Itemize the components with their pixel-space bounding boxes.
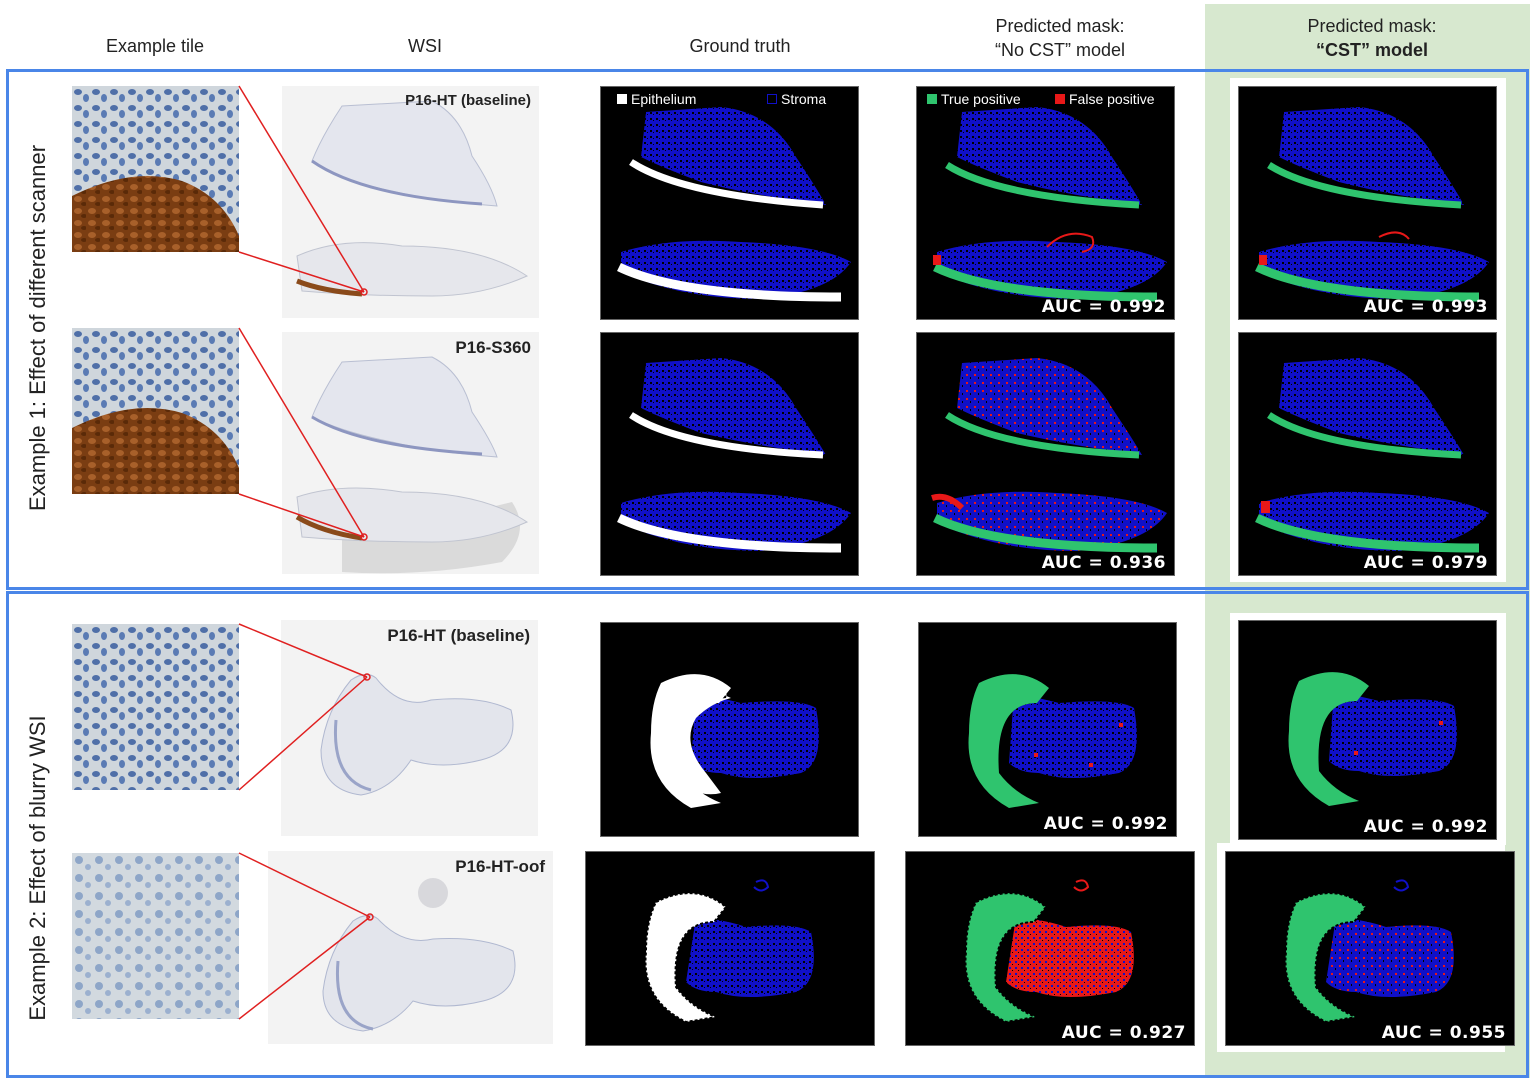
wsi-thumbnail-4: P16-HT-oof	[268, 851, 553, 1044]
wsi-thumbnail-2: P16-S360	[282, 332, 539, 574]
example-tile-1	[72, 86, 239, 252]
auc-cst-3: AUC = 0.992	[1363, 817, 1488, 837]
wsi-label-4: P16-HT-oof	[455, 857, 545, 876]
cst-mask-2: AUC = 0.979	[1238, 332, 1497, 576]
auc-no-cst-4: AUC = 0.927	[1061, 1023, 1186, 1043]
no-cst-mask-1: True positive False positive AUC = 0.992	[916, 86, 1175, 320]
example-tile-4	[72, 853, 239, 1019]
ground-truth-mask-3	[600, 622, 859, 837]
header-no-cst-line1: Predicted mask:	[995, 16, 1125, 36]
auc-no-cst-2: AUC = 0.936	[1041, 553, 1166, 573]
cst-mask-3: AUC = 0.992	[1238, 620, 1497, 840]
cst-mask-4: AUC = 0.955	[1225, 851, 1515, 1046]
section-example-2	[6, 591, 1529, 1078]
section-2-label: Example 2: Effect of blurry WSI	[25, 715, 50, 1021]
header-ground-truth: Ground truth	[689, 36, 791, 56]
header-no-cst: Predicted mask: “No CST” model	[950, 14, 1170, 62]
wsi-label-2: P16-S360	[455, 338, 531, 357]
wsi-thumbnail-1: P16-HT (baseline)	[282, 86, 539, 318]
example-tile-3	[72, 624, 239, 790]
header-no-cst-line2: “No CST” model	[994, 40, 1126, 60]
auc-cst-4: AUC = 0.955	[1381, 1023, 1506, 1043]
example-tile-2	[72, 328, 239, 494]
no-cst-mask-4: AUC = 0.927	[905, 851, 1195, 1046]
legend-true-positive: True positive	[927, 91, 1021, 107]
auc-cst-1: AUC = 0.993	[1363, 297, 1488, 317]
wsi-label-1: P16-HT (baseline)	[405, 92, 531, 109]
wsi-label-3: P16-HT (baseline)	[387, 626, 530, 645]
wsi-thumbnail-3: P16-HT (baseline)	[281, 620, 538, 836]
ground-truth-mask-2	[600, 332, 859, 576]
header-cst-line2: “CST” model	[1315, 40, 1428, 60]
auc-cst-2: AUC = 0.979	[1363, 553, 1488, 573]
auc-no-cst-1: AUC = 0.992	[1041, 297, 1166, 317]
ground-truth-mask-4	[585, 851, 875, 1046]
section-example-1	[6, 69, 1529, 590]
header-example-tile: Example tile	[105, 36, 205, 56]
cst-mask-1: AUC = 0.993	[1238, 86, 1497, 320]
no-cst-mask-2: AUC = 0.936	[916, 332, 1175, 576]
auc-no-cst-3: AUC = 0.992	[1043, 814, 1168, 834]
header-cst: Predicted mask: “CST” model	[1262, 14, 1482, 62]
header-cst-line1: Predicted mask:	[1307, 16, 1437, 36]
header-wsi: WSI	[408, 36, 442, 56]
section-1-label: Example 1: Effect of different scanner	[25, 144, 50, 512]
legend-false-positive: False positive	[1055, 91, 1155, 107]
no-cst-mask-3: AUC = 0.992	[918, 622, 1177, 837]
legend-epithelium: Epithelium	[617, 91, 696, 107]
ground-truth-mask-1: Epithelium Stroma	[600, 86, 859, 320]
legend-stroma: Stroma	[767, 91, 826, 107]
